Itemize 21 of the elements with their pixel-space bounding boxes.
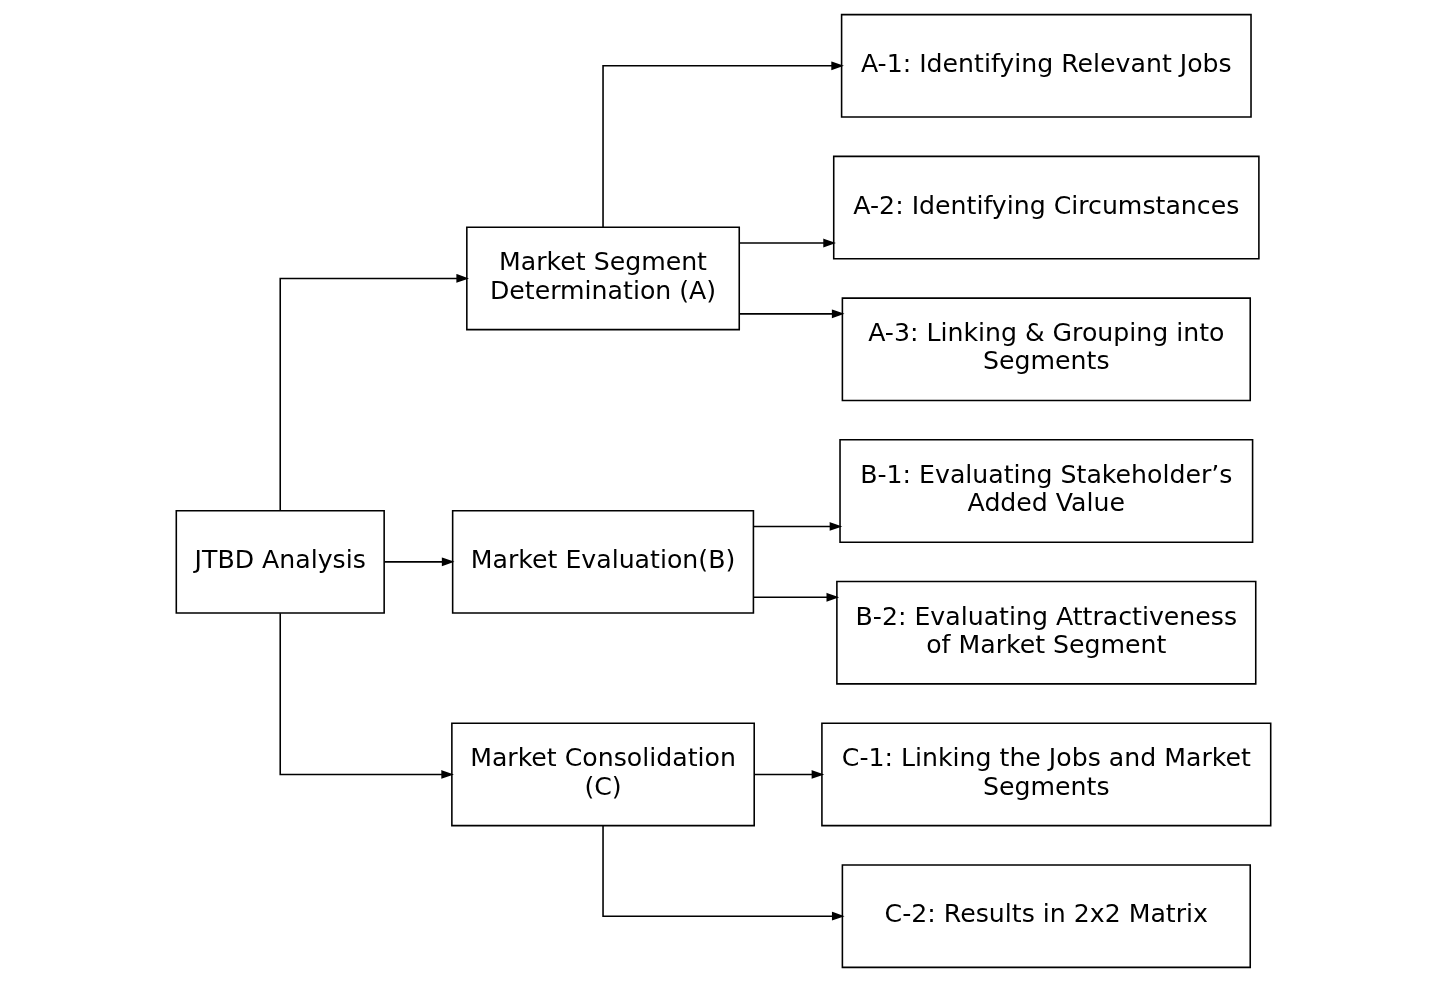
arrow [383,557,455,567]
arrow [279,274,469,512]
node-box: B-2: Evaluating Attractiveness of Market Segment [836,580,1257,685]
node-box: C-1: Linking the Jobs and Market Segments [821,722,1272,827]
node-box: JTBD Analysis [175,509,385,614]
arrow [752,522,843,531]
node-box: C-2: Results in 2x2 Matrix [841,864,1251,969]
arrow [752,592,840,602]
node-box: Market Segment Determination (A) [466,226,741,331]
arrow [602,825,845,921]
node-box: A-1: Identifying Relevant Jobs [840,13,1252,118]
node-box: B-1: Evaluating Stakeholder’s Added Value [839,439,1254,543]
arrow [738,309,845,319]
node-box: Market Consolidation (C) [451,722,755,827]
arrow [738,238,836,248]
arrow [602,61,844,228]
arrow [753,770,825,779]
node-box: A-3: Linking & Grouping into Segments [841,297,1251,402]
node-box: Market Evaluation(B) [451,509,755,614]
arrow [279,612,454,779]
node-box: A-2: Identifying Circumstances [832,155,1260,260]
